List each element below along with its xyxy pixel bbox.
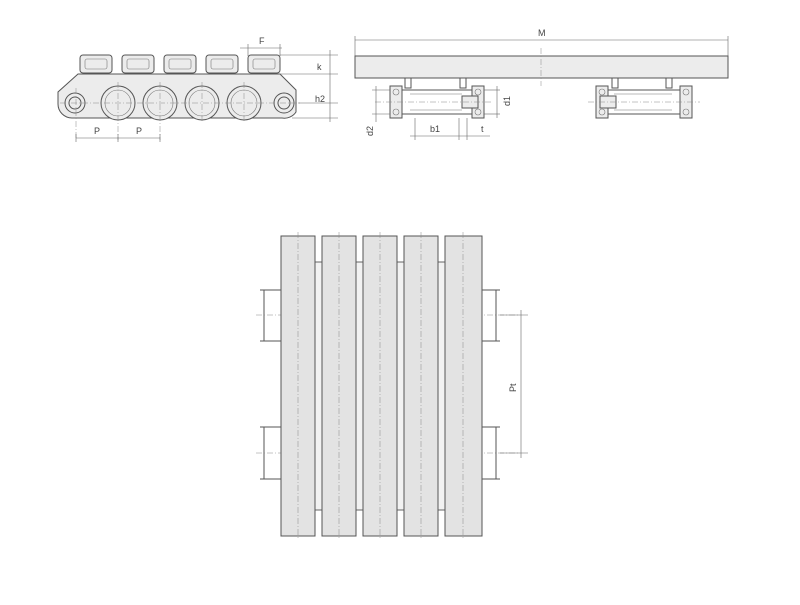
front-view-chain-left — [375, 77, 492, 119]
left-bolt-3 — [474, 88, 482, 96]
pin-diameter-label: d1 — [502, 96, 512, 106]
top-plate-3 — [163, 54, 197, 74]
dimension-heights: k h2 — [280, 50, 338, 122]
top-plate-1-inner — [84, 58, 108, 70]
top-plate-1 — [79, 54, 113, 74]
front-view: M — [354, 28, 729, 140]
roller-diameter-label: d2 — [365, 126, 375, 136]
height-k-label: k — [317, 62, 322, 72]
roller-3 — [184, 85, 220, 121]
right-bolt-2 — [598, 108, 606, 116]
left-bracket-2 — [459, 77, 467, 89]
plate-gap-label: F — [259, 36, 265, 46]
left-bolt-4 — [474, 108, 482, 116]
right-bolt-1 — [598, 88, 606, 96]
side-view-top-plates — [79, 54, 281, 74]
dimension-inner-width: b1 t — [410, 118, 490, 140]
slat-5 — [444, 235, 483, 537]
inner-width-label: b1 — [430, 124, 440, 134]
left-bolt-1 — [392, 88, 400, 96]
top-plate-5-inner — [252, 58, 276, 70]
chain-link-body — [57, 73, 297, 119]
dimension-plate-gap: F — [240, 36, 282, 56]
right-bracket-1 — [611, 77, 619, 89]
top-plate-3-inner — [168, 58, 192, 70]
dimension-pin-diameter: d1 — [484, 86, 512, 118]
width-label: M — [538, 28, 546, 38]
left-bracket-1 — [404, 77, 412, 89]
dimension-track-pitch: Pt — [500, 310, 528, 458]
side-view: P P F k h2 — [57, 36, 338, 142]
front-view-slat — [354, 55, 729, 79]
thickness-label: t — [481, 124, 484, 134]
top-view: Pt — [256, 232, 528, 540]
top-plate-2-inner — [126, 58, 150, 70]
right-bracket-2 — [665, 77, 673, 89]
top-plate-4 — [205, 54, 239, 74]
pitch-label-right: P — [136, 126, 142, 136]
right-bolt-3 — [682, 88, 690, 96]
front-view-chain-right — [588, 77, 700, 119]
dimension-width: M — [354, 28, 729, 56]
left-bolt-2 — [392, 108, 400, 116]
track-pitch-label: Pt — [508, 383, 518, 392]
height-h2-label: h2 — [315, 94, 325, 104]
dimension-roller-diameter: d2 — [365, 86, 390, 136]
top-plate-2 — [121, 54, 155, 74]
right-bolt-4 — [682, 108, 690, 116]
top-plate-5 — [247, 54, 281, 74]
dimension-pitch: P P — [75, 126, 161, 142]
top-view-right-chain — [480, 289, 500, 480]
pitch-label-left: P — [94, 126, 100, 136]
top-plate-4-inner — [210, 58, 234, 70]
top-view-slats — [280, 232, 483, 540]
